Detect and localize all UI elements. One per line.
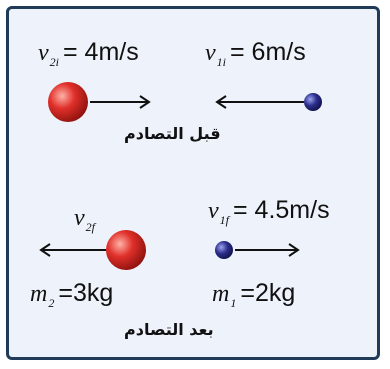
large-ball-before <box>48 82 88 122</box>
small-ball-before-arrow <box>215 95 304 109</box>
velocity-1i-label: v1i= 6m/s <box>205 38 306 69</box>
small-ball-after-arrow <box>235 243 300 257</box>
velocity-2f-label: v2f <box>74 205 95 234</box>
large-ball-after-arrow <box>39 243 106 257</box>
small-ball-before <box>304 93 322 111</box>
large-ball-after <box>106 230 146 270</box>
before-collision-heading: قبل التصادم <box>124 124 221 143</box>
large-ball-before-arrow <box>90 95 151 109</box>
velocity-1f-label: v1f= 4.5m/s <box>208 196 330 227</box>
diagram-frame <box>6 6 380 360</box>
after-collision-heading: بعد التصادم <box>124 320 214 339</box>
small-ball-after <box>215 241 233 259</box>
velocity-2i-label: v2i= 4m/s <box>38 38 139 69</box>
mass-2-label: m2=3kg <box>30 279 114 310</box>
mass-1-label: m1=2kg <box>212 279 296 310</box>
